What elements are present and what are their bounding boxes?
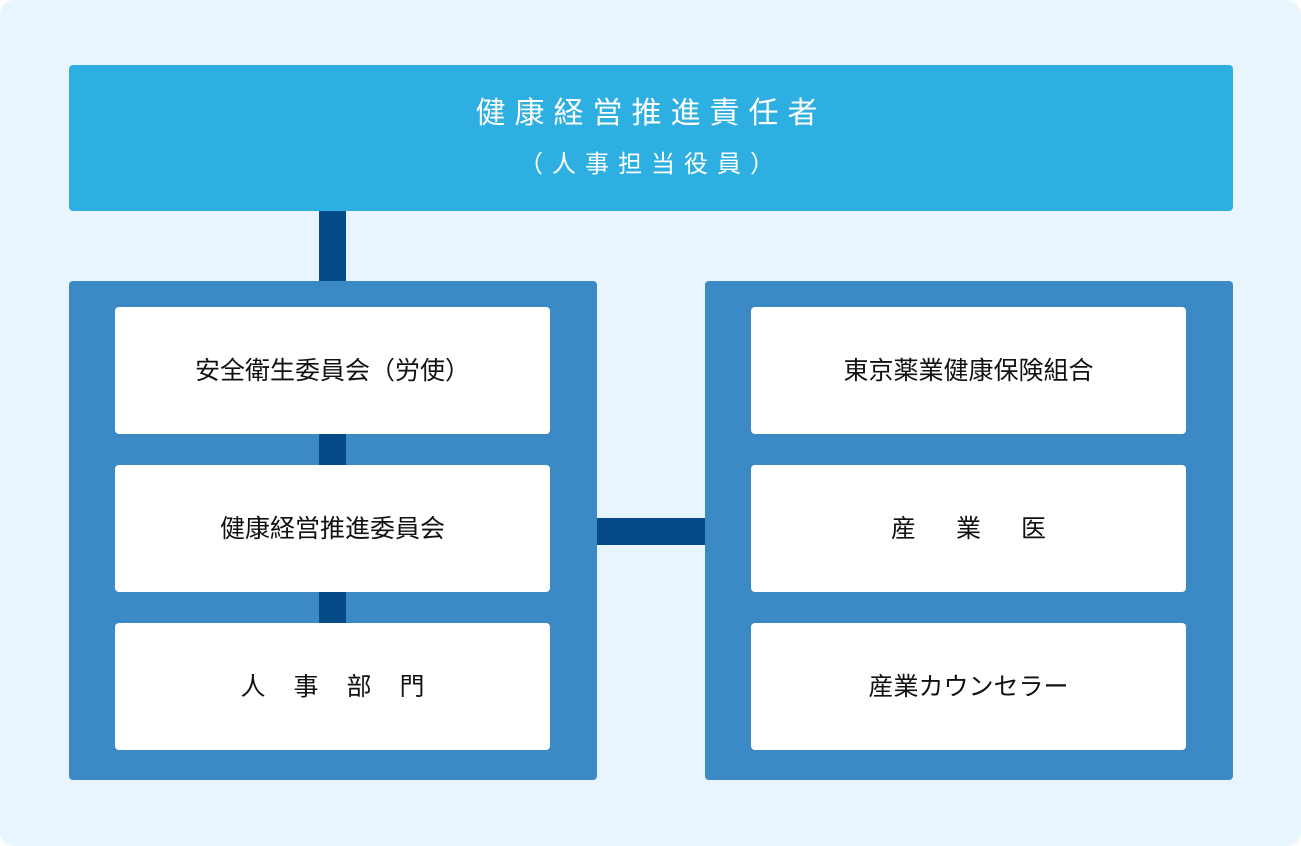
external-group: 東京薬業健康保険組合 産業医 産業カウンセラー bbox=[705, 281, 1233, 780]
card-label: 産業医 bbox=[890, 514, 1086, 543]
top-box-subtitle: （人事担当役員） bbox=[519, 150, 783, 178]
card-label: 東京薬業健康保険組合 bbox=[843, 356, 1094, 385]
top-box-title: 健康経営推進責任者 bbox=[475, 96, 827, 131]
card-label: 健康経営推進委員会 bbox=[219, 514, 445, 543]
card-health-insurance-association: 東京薬業健康保険組合 bbox=[751, 307, 1186, 434]
connector-top-to-left bbox=[319, 211, 346, 281]
internal-group: 安全衛生委員会（労使） 健康経営推進委員会 人事部門 bbox=[69, 281, 597, 780]
card-label: 安全衛生委員会（労使） bbox=[194, 356, 470, 385]
card-industrial-counselor: 産業カウンセラー bbox=[751, 623, 1186, 750]
connector-left-card1-card2 bbox=[319, 434, 346, 465]
card-label: 人事部門 bbox=[240, 672, 453, 701]
connector-left-card2-card3 bbox=[319, 592, 346, 623]
card-label: 産業カウンセラー bbox=[868, 672, 1069, 701]
health-management-lead-box: 健康経営推進責任者 （人事担当役員） bbox=[69, 65, 1233, 211]
card-safety-health-committee: 安全衛生委員会（労使） bbox=[115, 307, 550, 434]
connector-between-groups bbox=[597, 518, 705, 545]
card-hr-department: 人事部門 bbox=[115, 623, 550, 750]
card-health-promotion-committee: 健康経営推進委員会 bbox=[115, 465, 550, 592]
card-occupational-physician: 産業医 bbox=[751, 465, 1186, 592]
